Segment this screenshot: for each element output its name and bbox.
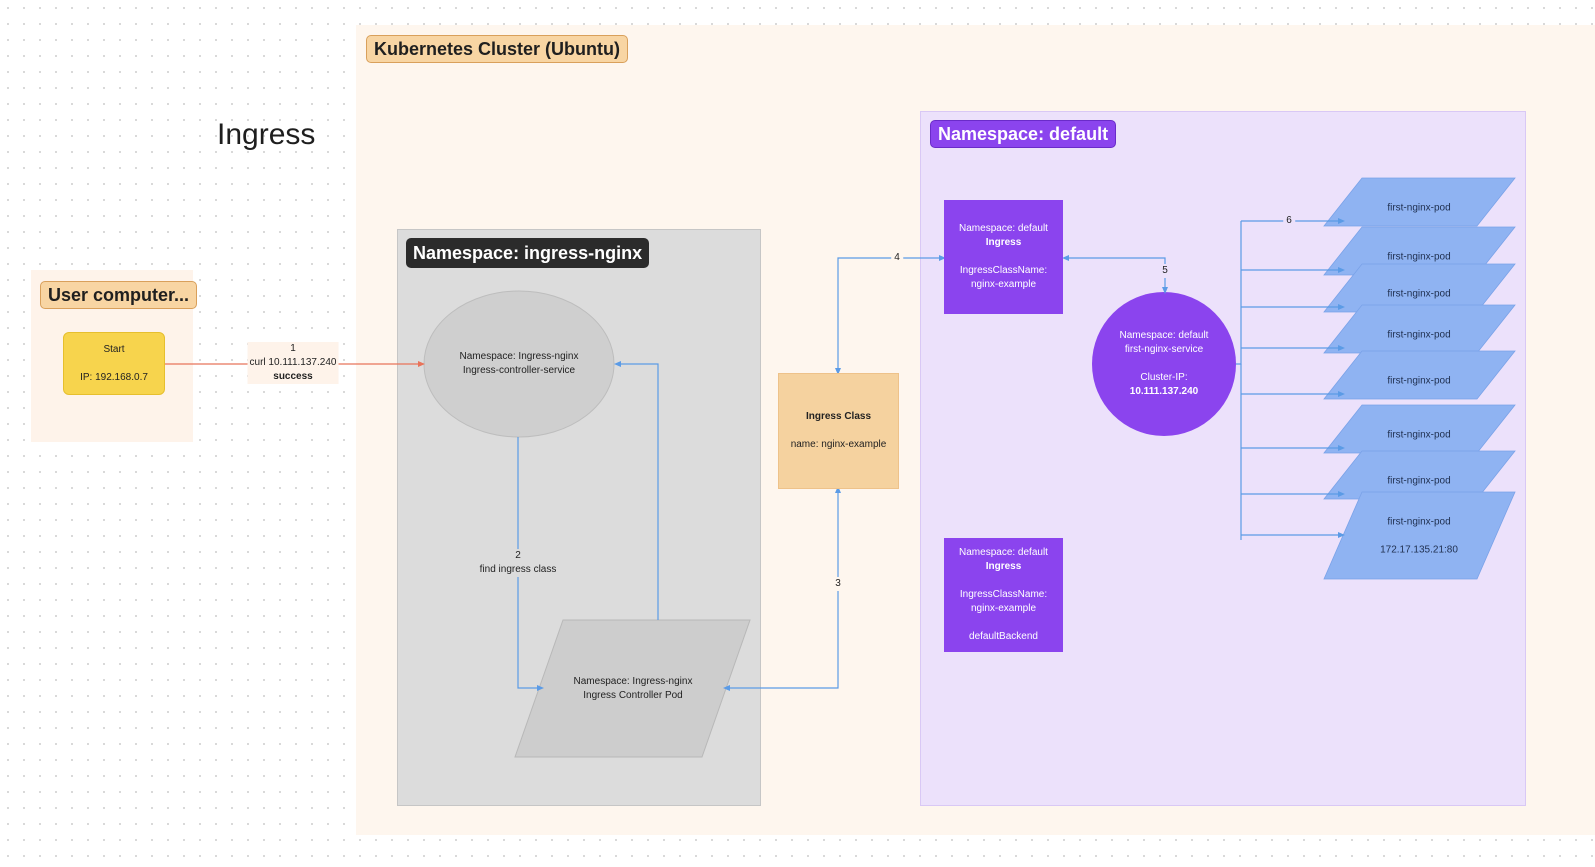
- edge-1-arrow: [418, 361, 425, 367]
- ingress-controller-pod-shape: [514, 619, 751, 758]
- edge-2: [517, 437, 542, 689]
- first-nginx-service-ip-value: 10.111.137.240: [1129, 386, 1199, 397]
- edge-6-branch-arrow: [1338, 267, 1345, 273]
- edge-5-arrow-a: [1062, 255, 1069, 261]
- cluster-label: Kubernetes Cluster (Ubuntu): [366, 35, 629, 63]
- first-nginx-service-ip-label: Cluster-IP:: [1140, 372, 1188, 383]
- start-node-ip: IP: 192.168.0.7: [80, 371, 148, 383]
- ingress-2-class-label: IngressClassName:: [959, 589, 1048, 600]
- edge-4: [837, 257, 944, 373]
- ingress-controller-pod-node[interactable]: Namespace: Ingress-nginx Ingress Control…: [533, 620, 733, 757]
- pods-group: [1323, 177, 1516, 580]
- edge-5: [1064, 257, 1166, 292]
- edge-pod-to-service: [616, 363, 659, 620]
- pod-label: first-nginx-pod: [1387, 251, 1451, 263]
- ingress-1-node[interactable]: Namespace: default Ingress IngressClassN…: [944, 200, 1063, 314]
- edge-4-label: 4: [891, 251, 903, 265]
- ns-default-label: Namespace: default: [930, 120, 1117, 148]
- edge-6-branch-arrow: [1338, 345, 1345, 351]
- pod-label: first-nginx-pod: [1387, 475, 1451, 487]
- pod-label: first-nginx-pod: [1387, 516, 1451, 528]
- edge-6-branch-arrow: [1338, 491, 1345, 497]
- edge-1-label: 1 curl 10.111.137.240 success: [247, 342, 339, 384]
- edge-4-arrow-b: [939, 255, 946, 261]
- ingress-2-ns: Namespace: default: [959, 547, 1048, 558]
- edge-6-branch-arrow: [1338, 391, 1345, 397]
- ingress-class-name: name: nginx-example: [790, 439, 887, 450]
- ingress-controller-pod-ns: Namespace: Ingress-nginx: [573, 675, 693, 687]
- ingress-controller-service-name: Ingress-controller-service: [462, 365, 576, 376]
- edge-1-text: curl 10.111.137.240: [249, 357, 337, 368]
- edge-1-step: 1: [290, 343, 296, 354]
- edge-2-text: find ingress class: [479, 564, 557, 575]
- ingress-1-kind: Ingress: [985, 237, 1022, 248]
- edge-2-arrow: [537, 685, 544, 691]
- ingress-2-kind: Ingress: [985, 561, 1022, 572]
- user-computer-label: User computer...: [40, 281, 198, 309]
- edge-6-trunk: [1236, 221, 1242, 365]
- first-nginx-service-node[interactable]: Namespace: default first-nginx-service C…: [1092, 292, 1236, 436]
- edge-3-arrow-a: [723, 685, 730, 691]
- edge-3-label: 3: [833, 577, 843, 591]
- pod-ip-label: 172.17.135.21:80: [1380, 544, 1458, 556]
- edges: [163, 218, 1345, 691]
- ingress-2-node[interactable]: Namespace: default Ingress IngressClassN…: [944, 538, 1063, 652]
- pod-shape[interactable]: [1323, 177, 1516, 227]
- ingress-controller-pod-name: Ingress Controller Pod: [583, 689, 683, 701]
- pod-label: first-nginx-pod: [1387, 429, 1451, 441]
- edge-pod-to-service-arrow: [614, 361, 621, 367]
- first-nginx-service-circle: [1092, 292, 1236, 436]
- ingress-2-class-value: nginx-example: [970, 603, 1037, 614]
- start-node-title: Start: [103, 343, 125, 355]
- ingress-controller-service-ns: Namespace: Ingress-nginx: [459, 351, 579, 362]
- page-title: Ingress: [217, 118, 316, 151]
- edge-6-branch-arrow: [1338, 445, 1345, 451]
- first-nginx-service-name: first-nginx-service: [1124, 344, 1204, 355]
- pod-label: first-nginx-pod: [1387, 288, 1451, 300]
- start-node[interactable]: Start IP: 192.168.0.7: [63, 332, 165, 395]
- ingress-1-class-value: nginx-example: [970, 279, 1037, 290]
- pod-edges: [1241, 218, 1345, 538]
- edge-6-branch-arrow: [1338, 218, 1345, 224]
- edge-6-branch-arrow: [1338, 532, 1345, 538]
- edge-5-label: 5: [1160, 264, 1170, 278]
- ingress-controller-service-node[interactable]: Namespace: Ingress-nginx Ingress-control…: [424, 291, 614, 437]
- pod-label: first-nginx-pod: [1387, 329, 1451, 341]
- pod-shape[interactable]: [1323, 491, 1516, 580]
- edge-1-result: success: [273, 371, 313, 382]
- ns-ingress-nginx-label: Namespace: ingress-nginx: [406, 238, 650, 268]
- edge-6-label: 6: [1283, 214, 1295, 228]
- pod-shape[interactable]: [1323, 350, 1516, 400]
- ingress-class-node[interactable]: Ingress Class name: nginx-example: [778, 373, 899, 489]
- edge-3-arrow-b: [835, 486, 841, 493]
- first-nginx-service-ns: Namespace: default: [1119, 330, 1209, 341]
- ingress-class-title: Ingress Class: [805, 411, 872, 422]
- edge-4-arrow-a: [835, 368, 841, 375]
- ingress-1-ns: Namespace: default: [959, 223, 1048, 234]
- edge-3: [725, 488, 839, 689]
- ingress-1-class-label: IngressClassName:: [959, 265, 1048, 276]
- edge-2-step: 2: [515, 550, 521, 561]
- ingress-2-backend: defaultBackend: [969, 631, 1038, 642]
- pod-label: first-nginx-pod: [1387, 202, 1451, 214]
- edge-6-branch-arrow: [1338, 304, 1345, 310]
- edge-5-arrow-b: [1162, 287, 1168, 294]
- edge-2-label: 2 find ingress class: [477, 549, 559, 577]
- pod-label: first-nginx-pod: [1387, 375, 1451, 387]
